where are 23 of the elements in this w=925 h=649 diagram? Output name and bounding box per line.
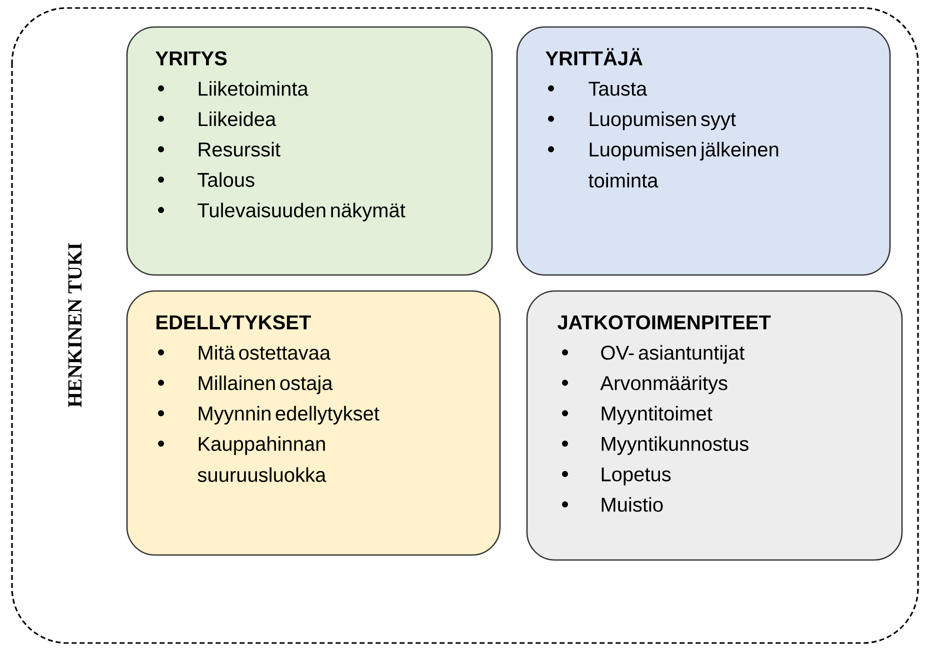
side-label: HENKINEN TUKI [68, 243, 82, 408]
list-item: Talous [198, 172, 254, 187]
list-item: Kauppahinnan suuruusluokka [198, 436, 326, 482]
list-item: Resurssit [198, 142, 280, 157]
box-heading: YRITYS [156, 51, 227, 66]
list-item: Myynnin edellytykset [198, 406, 380, 425]
list-item: Millainen ostaja [198, 376, 333, 394]
list-item: Tausta [588, 82, 648, 96]
list-item: Muistio [602, 497, 663, 512]
list-item: Luopumisen syyt [590, 112, 736, 130]
list-item: Myyntikunnostus [602, 436, 748, 455]
list-item: Mitä ostettavaa [198, 345, 331, 360]
box-heading: YRITTÄJÄ [546, 48, 642, 66]
box-heading: EDELLYTYKSET [156, 315, 311, 330]
list-item: Lopetus [602, 467, 671, 486]
list-item: Myyntitoimet [602, 406, 712, 425]
list-item: Arvonmääritys [600, 376, 728, 394]
list-item: Liikeidea [198, 112, 276, 126]
list-item: OV- asiantuntijat [601, 345, 745, 364]
list-item: Liiketoiminta [198, 81, 308, 96]
box-heading: JATKOTOIMENPITEET [558, 315, 771, 330]
list-item: Luopumisen jälkeinen toiminta [588, 142, 778, 188]
list-item: Tulevaisuuden näkymät [198, 202, 406, 222]
